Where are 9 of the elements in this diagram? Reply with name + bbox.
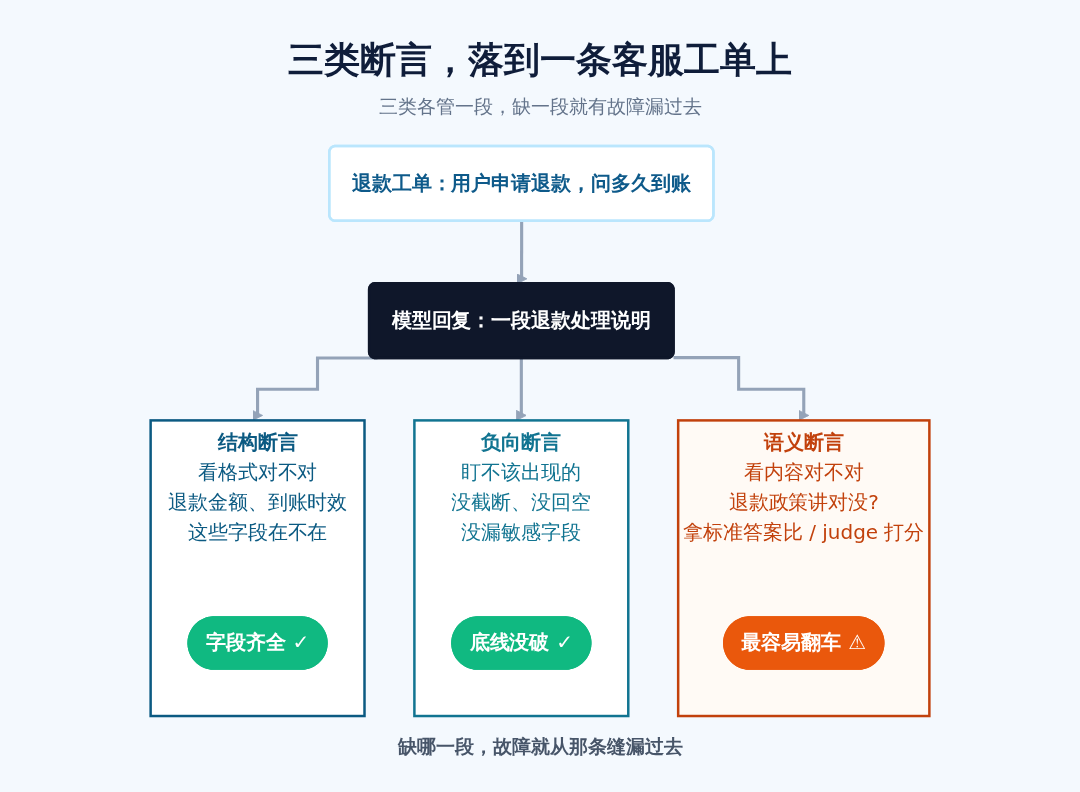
status-pill: 底线没破 ✓ bbox=[451, 616, 592, 670]
ticket-box: 退款工单：用户申请退款，问多久到账 bbox=[328, 144, 715, 223]
reply-box: 模型回复：一段退款处理说明 bbox=[367, 281, 675, 360]
caption-text: 缺哪一段，故障就从那条缝漏过去 bbox=[397, 734, 683, 759]
status-pill: 最容易翻车 ⚠ bbox=[723, 616, 885, 670]
diagram-title: 三类断言，落到一条客服工单上 bbox=[288, 38, 792, 82]
status-pill: 字段齐全 ✓ bbox=[187, 616, 328, 670]
arrow bbox=[673, 356, 810, 421]
subtitle: 三类各管一段，缺一段就有故障漏过去 bbox=[378, 94, 702, 119]
